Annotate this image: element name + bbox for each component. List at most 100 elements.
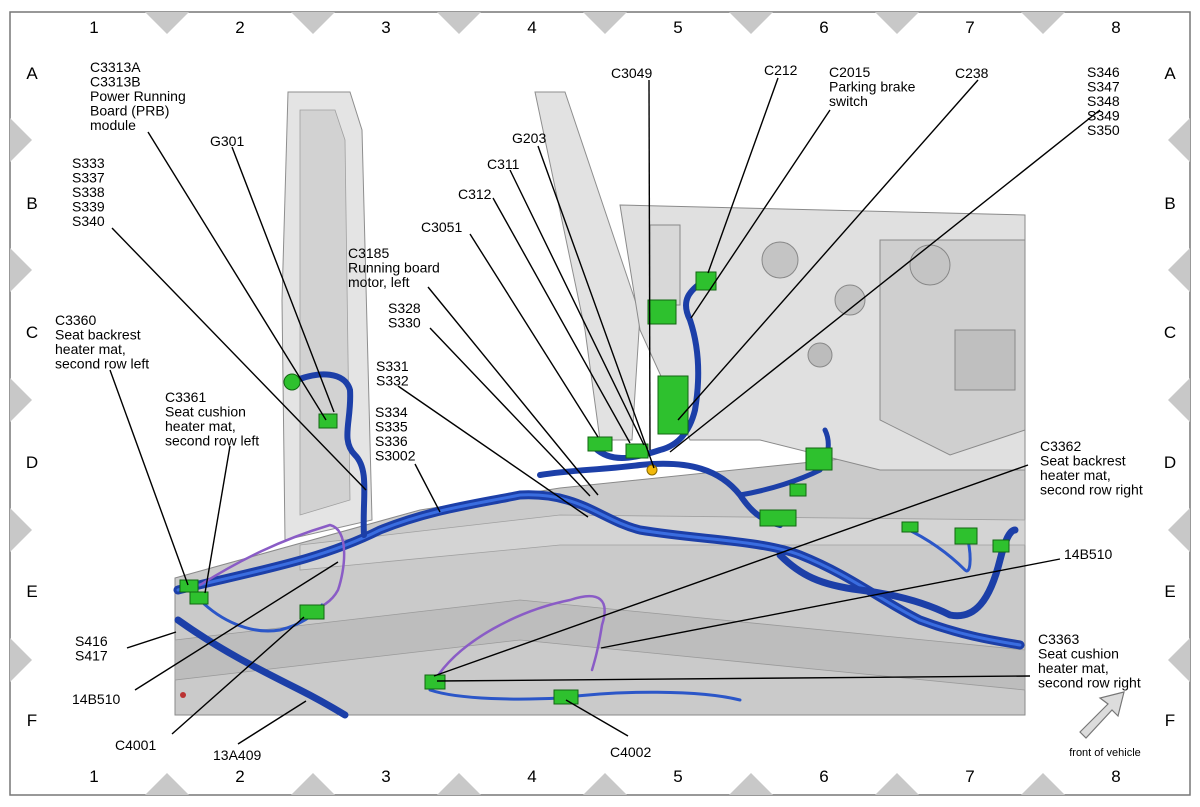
- grid-marker-right-1: [1168, 118, 1190, 162]
- col-bottom-1: 1: [89, 767, 98, 786]
- front-indicator: front of vehicle: [1069, 691, 1141, 759]
- b-pillar-inner: [299, 109, 351, 516]
- callout-c4002: C4002: [610, 744, 651, 760]
- leader-s333: [111, 227, 367, 491]
- leader-c3363: [436, 675, 1031, 682]
- callout-s333-line: S339: [72, 199, 105, 215]
- callout-c3361-line: heater mat,: [165, 418, 236, 434]
- callout-s346-line: S348: [1087, 93, 1120, 109]
- grid-marker-bottom-5: [729, 773, 773, 795]
- dash-slot: [649, 224, 681, 306]
- callout-s331-line: S332: [376, 373, 409, 389]
- callout-s334-line: S334: [375, 404, 408, 420]
- leader-c4001: [171, 616, 305, 735]
- dash-panel: [954, 329, 1016, 391]
- grid-marker-right-5: [1168, 638, 1190, 682]
- floor-rib-mid: [299, 514, 1026, 571]
- leader-c238: [677, 79, 979, 421]
- connector-right-2: [954, 527, 978, 545]
- callout-s331-line: S331: [376, 358, 409, 374]
- callout-s328-line: S328: [388, 300, 421, 316]
- callout-c3049: C3049: [611, 65, 652, 81]
- leader-a409: [237, 700, 307, 745]
- col-top-1: 1: [89, 18, 98, 37]
- col-bottom-2: 2: [235, 767, 244, 786]
- connector-console-2: [789, 483, 807, 497]
- callout-c3049-line: C3049: [611, 65, 652, 81]
- floor-rib-front: [174, 599, 1026, 691]
- leader-s416: [126, 631, 177, 649]
- callout-c3185-line: C3185: [348, 245, 389, 261]
- callout-c3362-line: second row right: [1040, 482, 1143, 498]
- callout-s333-line: S340: [72, 213, 105, 229]
- grid-marker-right-3: [1168, 378, 1190, 422]
- row-right-c: C: [1164, 323, 1176, 342]
- grid-marker-top-3: [437, 12, 481, 34]
- grid-marker-bottom-1: [145, 773, 189, 795]
- leader-c3360: [109, 369, 189, 586]
- callout-s334-line: S336: [375, 433, 408, 449]
- grid-marker-bottom-2: [291, 773, 335, 795]
- callout-c3363-line: second row right: [1038, 675, 1141, 691]
- a-pillar: [534, 91, 641, 441]
- row-right-d: D: [1164, 453, 1176, 472]
- callout-c3360-line: heater mat,: [55, 341, 126, 357]
- grid-labels: 1 2 3 4 5 6 7 8 1 2 3 4 5 6 7 8 A B C D …: [26, 18, 1176, 786]
- connector-c3362: [424, 674, 446, 690]
- callout-c311-line: C311: [487, 156, 520, 172]
- callout-c3051-line: C3051: [421, 219, 462, 235]
- row-right-e: E: [1164, 582, 1175, 601]
- leader-b510l: [134, 561, 339, 691]
- callout-c312-line: C312: [458, 186, 492, 202]
- connector-c3049: [657, 375, 689, 435]
- leader-g301: [231, 146, 335, 413]
- callout-c3362-line: heater mat,: [1040, 467, 1111, 483]
- right-seat-branch: [903, 526, 972, 573]
- row-left-d: D: [26, 453, 38, 472]
- callout-b510r-line: 14B510: [1064, 546, 1112, 562]
- callout-c3361-line: second row left: [165, 433, 259, 449]
- b-pillar-harness: [289, 371, 368, 538]
- callout-c311: C311: [487, 156, 520, 172]
- floor-dot: [180, 692, 186, 698]
- leader-c212: [707, 77, 779, 274]
- front-arrow-icon: [1079, 691, 1125, 739]
- col-bottom-8: 8: [1111, 767, 1120, 786]
- callout-g203-line: G203: [512, 130, 546, 146]
- connector-c312: [625, 443, 649, 459]
- grid-marker-right-4: [1168, 508, 1190, 552]
- callout-g301: G301: [210, 133, 244, 149]
- callout-prb-line: module: [90, 117, 136, 133]
- callout-b510l-line: 14B510: [72, 691, 120, 707]
- purple-wire-left: [198, 523, 346, 614]
- callout-c312: C312: [458, 186, 492, 202]
- connector-c3361: [189, 591, 209, 605]
- row-left-c: C: [26, 323, 38, 342]
- callout-b510r: 14B510: [1064, 546, 1112, 562]
- leader-c3051: [469, 233, 599, 438]
- connector-g301: [283, 373, 301, 391]
- callout-prb-line: Power Running: [90, 88, 186, 104]
- leader-c2015: [690, 109, 831, 319]
- callout-c3363-line: heater mat,: [1038, 660, 1109, 676]
- callout-g203: G203: [512, 130, 546, 146]
- tunnel-harness: [537, 460, 783, 528]
- connector-c4001: [299, 604, 325, 620]
- row-right-f: F: [1165, 711, 1175, 730]
- callout-c4002-line: C4002: [610, 744, 651, 760]
- leader-g203: [537, 145, 655, 469]
- leader-s331: [397, 385, 589, 518]
- callout-c4001-line: C4001: [115, 737, 156, 753]
- connector-c212: [695, 271, 717, 291]
- col-top-3: 3: [381, 18, 390, 37]
- leader-c4002: [565, 699, 629, 737]
- col-bottom-7: 7: [965, 767, 974, 786]
- grid-marker-top-1: [145, 12, 189, 34]
- callout-s334-line: S3002: [375, 448, 416, 464]
